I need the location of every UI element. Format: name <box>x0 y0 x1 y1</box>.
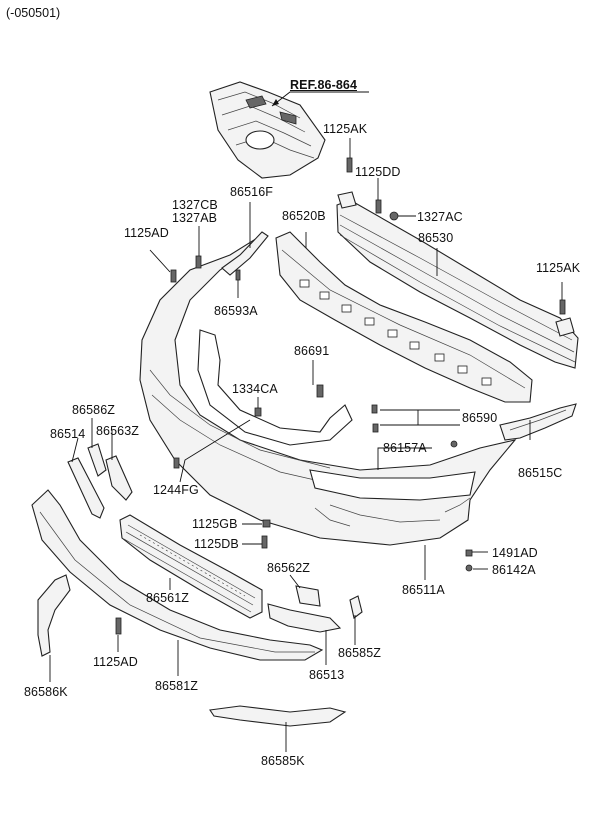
bracket-86586Z-part <box>87 443 107 477</box>
label-1327AB[interactable]: 1327AB <box>172 211 218 225</box>
leader-lines <box>49 138 563 752</box>
fasteners <box>115 157 566 635</box>
label-1125GB[interactable]: 1125GB <box>192 517 238 531</box>
bumper-cover-part <box>139 234 517 546</box>
label-86585Z[interactable]: 86585Z <box>338 646 381 660</box>
label-1125AD-bottom[interactable]: 1125AD <box>93 655 138 669</box>
label-86590[interactable]: 86590 <box>462 411 498 425</box>
label-1334CA[interactable]: 1334CA <box>232 382 278 396</box>
bracket-86514-part <box>67 457 105 519</box>
side-bracket-left-part <box>221 231 269 276</box>
label-86513[interactable]: 86513 <box>309 668 345 682</box>
label-86691[interactable]: 86691 <box>294 344 330 358</box>
label-86586K[interactable]: 86586K <box>24 685 68 699</box>
label-1125DB[interactable]: 1125DB <box>194 537 239 551</box>
label-86142A[interactable]: 86142A <box>492 563 536 577</box>
ref-label[interactable]: REF.86-864 <box>290 78 358 92</box>
header-code: (-050501) <box>6 6 61 20</box>
skid-86585K-part <box>209 705 347 727</box>
label-86516F[interactable]: 86516F <box>230 185 273 199</box>
label-1244FG[interactable]: 1244FG <box>153 483 199 497</box>
label-1327AC[interactable]: 1327AC <box>417 210 463 224</box>
bracket-86563Z-part <box>105 455 133 501</box>
label-86593A[interactable]: 86593A <box>214 304 258 318</box>
label-86585K[interactable]: 86585K <box>261 754 305 768</box>
label-1125AD-top[interactable]: 1125AD <box>124 226 169 240</box>
label-86157A[interactable]: 86157A <box>383 441 427 455</box>
label-1125DD[interactable]: 1125DD <box>355 165 401 179</box>
label-1491AD[interactable]: 1491AD <box>492 546 538 560</box>
garnish-86513-part <box>267 603 342 633</box>
label-1125AK-top[interactable]: 1125AK <box>323 122 368 136</box>
impact-beam-part <box>336 191 579 369</box>
ref-arrow <box>272 99 279 106</box>
clip-86585Z-part <box>349 595 363 619</box>
lower-lip-part <box>31 489 324 661</box>
label-1125AK-right[interactable]: 1125AK <box>536 261 581 275</box>
label-86586Z[interactable]: 86586Z <box>72 403 115 417</box>
label-86520B[interactable]: 86520B <box>282 209 326 223</box>
ref-leader <box>271 91 369 107</box>
bracket-86586K-part <box>37 574 71 657</box>
lower-grille-part <box>119 514 263 619</box>
energy-absorber-part <box>275 231 533 403</box>
label-86530[interactable]: 86530 <box>418 231 454 245</box>
label-86581Z[interactable]: 86581Z <box>155 679 198 693</box>
label-1327CB[interactable]: 1327CB <box>172 198 218 212</box>
side-bracket-right-part <box>499 403 577 441</box>
label-86561Z[interactable]: 86561Z <box>146 591 189 605</box>
label-86511A[interactable]: 86511A <box>402 583 445 597</box>
label-86514[interactable]: 86514 <box>50 427 86 441</box>
label-86515C[interactable]: 86515C <box>518 466 563 480</box>
label-86563Z[interactable]: 86563Z <box>96 424 139 438</box>
grille-reference-part <box>209 81 326 179</box>
clip-86562Z-part <box>295 585 321 607</box>
label-86562Z[interactable]: 86562Z <box>267 561 310 575</box>
